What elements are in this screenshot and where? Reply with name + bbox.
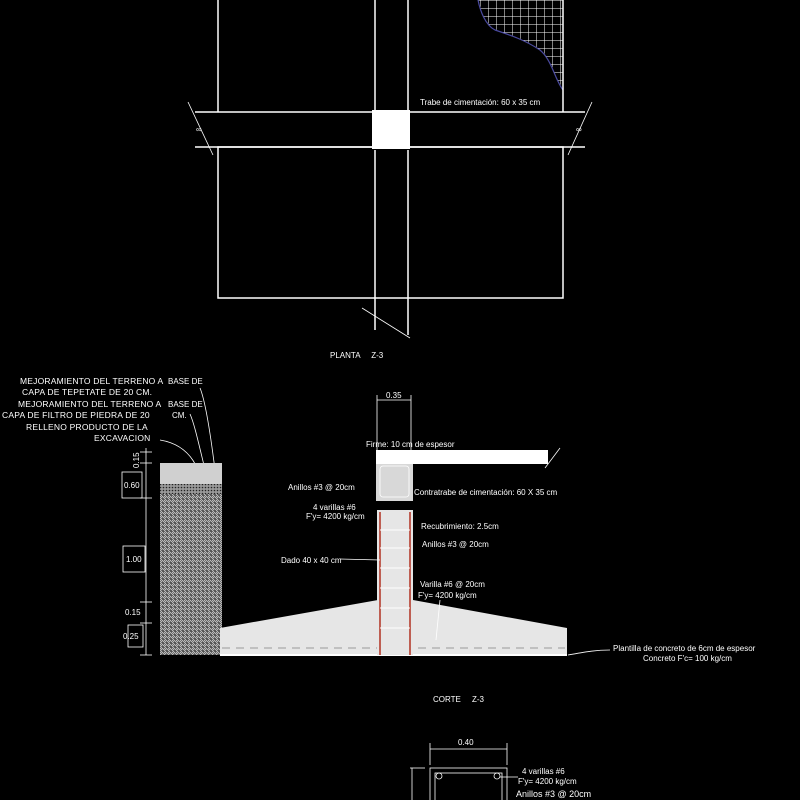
hatch-boundary bbox=[477, 0, 564, 91]
contratrabe-label: Contratrabe de cimentación: 60 X 35 cm bbox=[414, 488, 558, 497]
column-square bbox=[372, 110, 410, 149]
fill-column bbox=[160, 494, 222, 655]
plan-view: ∞ ∞ Trabe de cimentación: 60 x 35 cm PLA… bbox=[187, 0, 593, 360]
varillas-label: 4 varillas #6 bbox=[313, 503, 356, 512]
overlap-label: CM. bbox=[172, 411, 187, 420]
dim-label: 0.25 bbox=[123, 632, 139, 641]
dado-label: Dado 40 x 40 cm bbox=[281, 556, 342, 565]
fill-label: MEJORAMIENTO DEL TERRENO A bbox=[18, 399, 162, 409]
plantilla-label: Plantilla de concreto de 6cm de espesor bbox=[613, 644, 756, 653]
varillas-label: F'y= 4200 kg/cm bbox=[306, 512, 365, 521]
break-symbol-icon: ∞ bbox=[576, 125, 582, 134]
varillas-label: F'y= 4200 kg/cm bbox=[518, 777, 577, 786]
dim-label: 0.35 bbox=[386, 391, 402, 400]
recubrimiento-label: Recubrimiento: 2.5cm bbox=[421, 522, 499, 531]
break-symbol-icon: ∞ bbox=[196, 125, 202, 134]
fill-label: CAPA DE FILTRO DE PIEDRA DE 20 bbox=[2, 410, 150, 420]
slab bbox=[376, 450, 548, 464]
section-title: CORTE Z-3 bbox=[433, 695, 485, 704]
beam-label: Trabe de cimentación: 60 x 35 cm bbox=[420, 98, 541, 107]
fill-label: RELLENO PRODUCTO DE LA bbox=[26, 422, 148, 432]
contratrabe bbox=[376, 463, 413, 501]
dim-label: 0.15 bbox=[125, 608, 141, 617]
overlap-label: BASE DE bbox=[168, 377, 203, 386]
varilla-label: Varilla #6 @ 20cm bbox=[420, 580, 485, 589]
hatch-area bbox=[478, 0, 563, 90]
fill-label: MEJORAMIENTO DEL TERRENO A bbox=[20, 376, 164, 386]
dim-label: 0.40 bbox=[458, 738, 474, 747]
varilla-label: F'y= 4200 kg/cm bbox=[418, 591, 477, 600]
anillos-label: Anillos #3 @ 20cm bbox=[422, 540, 489, 549]
plantilla-label: Concreto F'c= 100 kg/cm bbox=[643, 654, 732, 663]
dim-label: 1.00 bbox=[126, 555, 142, 564]
anillos-label: Anillos #3 @ 20cm bbox=[288, 483, 355, 492]
overlap-label: BASE DE bbox=[168, 400, 203, 409]
section-view: MEJORAMIENTO DEL TERRENO A CAPA DE TEPET… bbox=[2, 376, 756, 704]
firme-label: Firme: 10 cm de espesor bbox=[366, 440, 455, 449]
plan-title: PLANTA Z-3 bbox=[330, 351, 384, 360]
varillas-label: 4 varillas #6 bbox=[522, 767, 565, 776]
column-detail: 0.40 4 varillas #6 F'y= 4200 kg/cm Anill… bbox=[410, 738, 591, 800]
dim-label: 0.15 bbox=[132, 452, 141, 468]
pedestal bbox=[377, 510, 413, 655]
fill-label: EXCAVACION bbox=[94, 433, 150, 443]
fill-label: CAPA DE TEPETATE DE 20 CM. bbox=[22, 387, 152, 397]
anillos-label: Anillos #3 @ 20cm bbox=[516, 789, 591, 799]
dim-label: 0.60 bbox=[124, 481, 140, 490]
